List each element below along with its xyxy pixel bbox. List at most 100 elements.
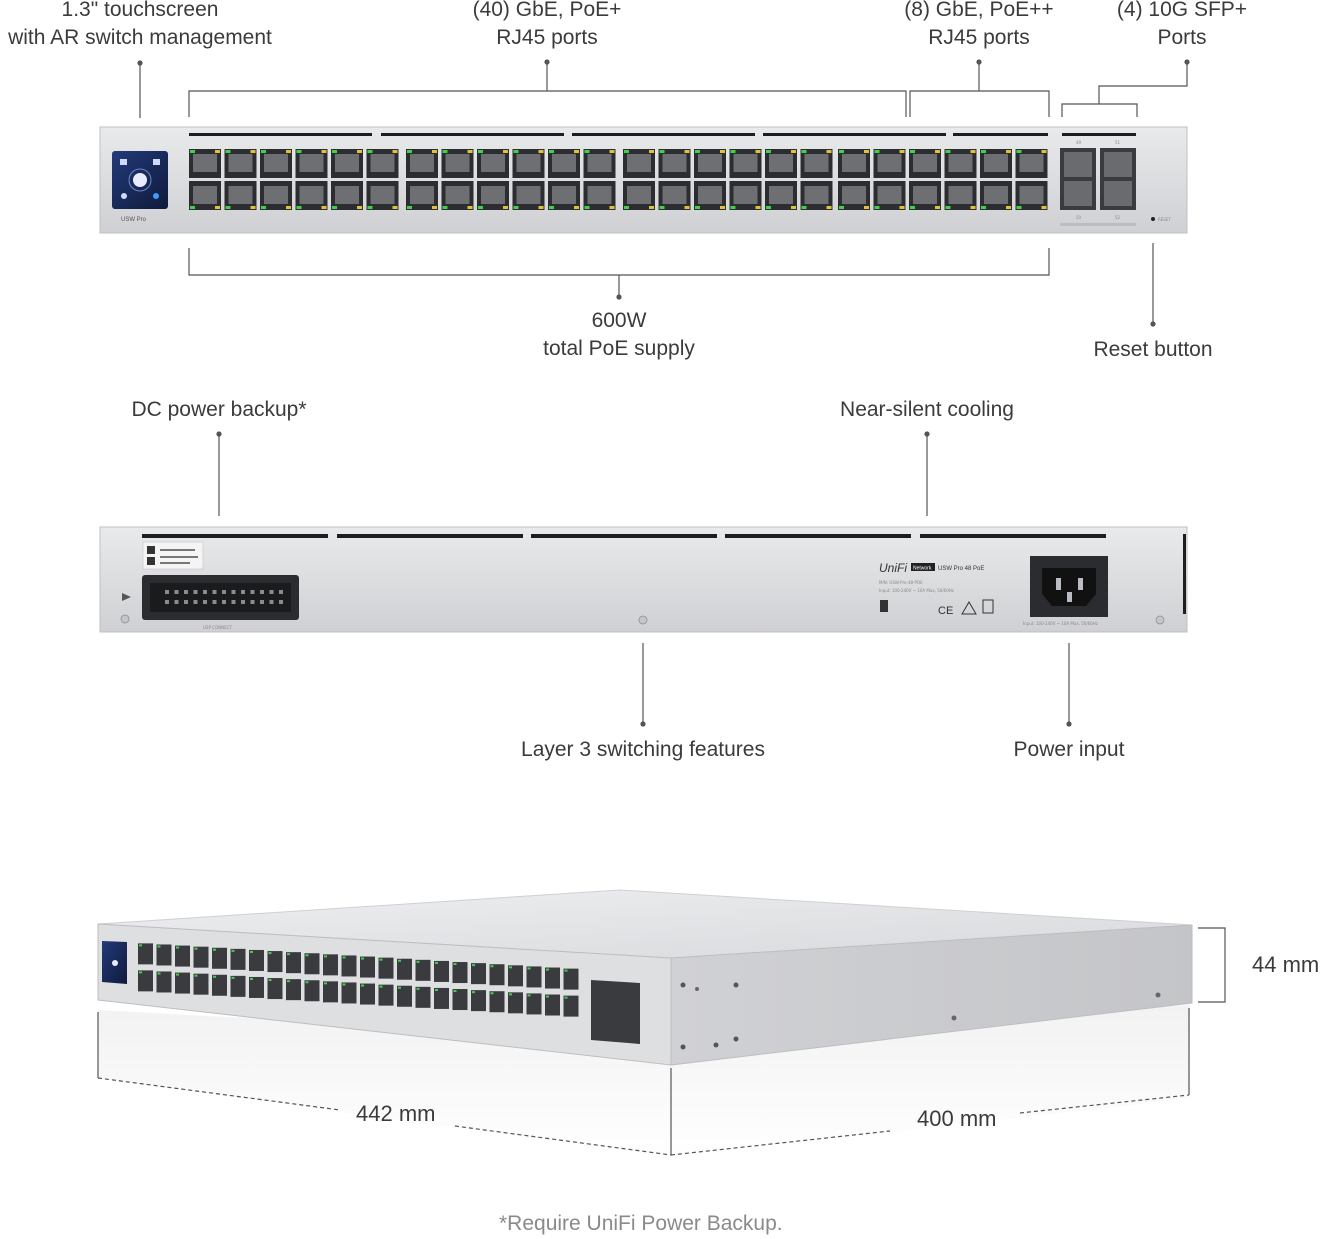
link-led bbox=[157, 945, 161, 948]
rj45-port bbox=[508, 965, 523, 987]
dc-pin bbox=[203, 600, 207, 604]
link-led bbox=[546, 995, 549, 998]
link-led bbox=[659, 150, 665, 153]
link-led bbox=[139, 944, 142, 947]
rj45-port bbox=[489, 964, 505, 986]
rj45-jack bbox=[1019, 154, 1044, 172]
link-led bbox=[268, 979, 272, 982]
poe-led bbox=[321, 150, 327, 153]
rj45-port bbox=[341, 955, 357, 977]
link-led bbox=[945, 206, 951, 209]
rj45-port bbox=[563, 968, 579, 990]
link-led bbox=[509, 966, 512, 969]
dc-pin bbox=[193, 590, 198, 594]
link-led bbox=[305, 981, 309, 984]
rj45-port bbox=[230, 948, 246, 970]
rj45-port bbox=[378, 957, 394, 979]
link-led bbox=[546, 968, 549, 971]
rj45-jack bbox=[410, 154, 434, 172]
poe-led bbox=[467, 150, 473, 153]
link-led bbox=[261, 150, 266, 153]
front-panel: USW Pro 49 51 50 52 RESET bbox=[99, 126, 1188, 234]
callout-line: with AR switch management bbox=[8, 26, 272, 49]
rj45-port bbox=[545, 994, 560, 1016]
rj45-port bbox=[378, 984, 394, 1006]
link-led bbox=[225, 150, 231, 153]
link-led bbox=[361, 957, 364, 960]
link-led bbox=[190, 150, 195, 153]
layer3-callout: Layer 3 switching features bbox=[521, 738, 765, 761]
poe-led bbox=[609, 150, 615, 153]
rj45-jack bbox=[877, 154, 902, 172]
rj45-port bbox=[286, 979, 301, 1001]
link-led bbox=[194, 947, 198, 950]
link-led bbox=[981, 150, 986, 153]
link-led bbox=[225, 206, 231, 209]
rj45-port bbox=[267, 978, 283, 1000]
footnote: *Require UniFi Power Backup. bbox=[499, 1212, 783, 1235]
rj45-port bbox=[434, 987, 449, 1009]
dc-pin bbox=[165, 600, 169, 604]
unifi-brand: UniFi bbox=[879, 561, 907, 575]
reset-hole bbox=[1151, 217, 1155, 221]
poe-led bbox=[970, 150, 976, 153]
dc-backup-callout: DC power backup* bbox=[131, 398, 307, 421]
rj45-port bbox=[156, 971, 172, 993]
link-led bbox=[624, 150, 629, 153]
poe-led bbox=[503, 150, 508, 153]
touchscreen-callout: 1.3" touchscreen with AR switch manageme… bbox=[0, 0, 280, 52]
link-led bbox=[584, 206, 590, 209]
link-led bbox=[490, 965, 494, 968]
poe-led bbox=[826, 150, 832, 153]
rj45-port bbox=[249, 949, 264, 971]
rj45-jack bbox=[662, 186, 687, 204]
rj45-port bbox=[397, 958, 412, 980]
dc-pin bbox=[212, 600, 217, 604]
rj45-jack bbox=[984, 186, 1008, 204]
link-led bbox=[296, 206, 302, 209]
poe-led bbox=[467, 206, 473, 209]
rj45-port bbox=[434, 960, 449, 982]
rj45-port bbox=[212, 947, 227, 969]
link-led bbox=[194, 974, 198, 977]
link-led bbox=[367, 150, 373, 153]
rj45-port bbox=[526, 966, 542, 988]
dc-pin bbox=[222, 600, 226, 604]
dc-pin bbox=[231, 600, 236, 604]
rj45-jack bbox=[299, 186, 324, 204]
rj45-jack bbox=[769, 186, 793, 204]
rj45-port bbox=[138, 970, 153, 992]
link-led bbox=[478, 206, 483, 209]
poe-led bbox=[720, 150, 725, 153]
poe-led bbox=[538, 150, 544, 153]
rj45-port bbox=[323, 954, 338, 976]
callout-line: (8) GbE, PoE++ bbox=[904, 0, 1054, 21]
rj45-jack bbox=[193, 154, 217, 172]
link-led bbox=[472, 964, 475, 967]
link-led bbox=[513, 150, 519, 153]
dc-pin bbox=[250, 590, 255, 594]
dc-pin bbox=[231, 590, 236, 594]
rj45-jack bbox=[299, 154, 324, 172]
rj45-jack bbox=[769, 154, 793, 172]
rj45-jack bbox=[913, 154, 937, 172]
rj45-port bbox=[452, 962, 468, 984]
link-led bbox=[839, 150, 844, 153]
poe-led bbox=[684, 150, 690, 153]
link-led bbox=[157, 972, 161, 975]
poe-led bbox=[649, 206, 654, 209]
rj45-port bbox=[508, 992, 523, 1014]
callout-line: 1.3" touchscreen bbox=[61, 0, 219, 21]
rj45-jack bbox=[552, 154, 576, 172]
poe-led bbox=[574, 206, 579, 209]
link-led bbox=[367, 206, 373, 209]
depth-dimension: 400 mm bbox=[917, 1106, 997, 1131]
rj45-port bbox=[415, 959, 431, 981]
link-led bbox=[910, 150, 915, 153]
rj45-jack bbox=[733, 154, 758, 172]
link-led bbox=[287, 980, 290, 983]
link-led bbox=[584, 150, 590, 153]
poe-led bbox=[791, 206, 796, 209]
link-led bbox=[527, 994, 531, 997]
link-led bbox=[453, 963, 457, 966]
